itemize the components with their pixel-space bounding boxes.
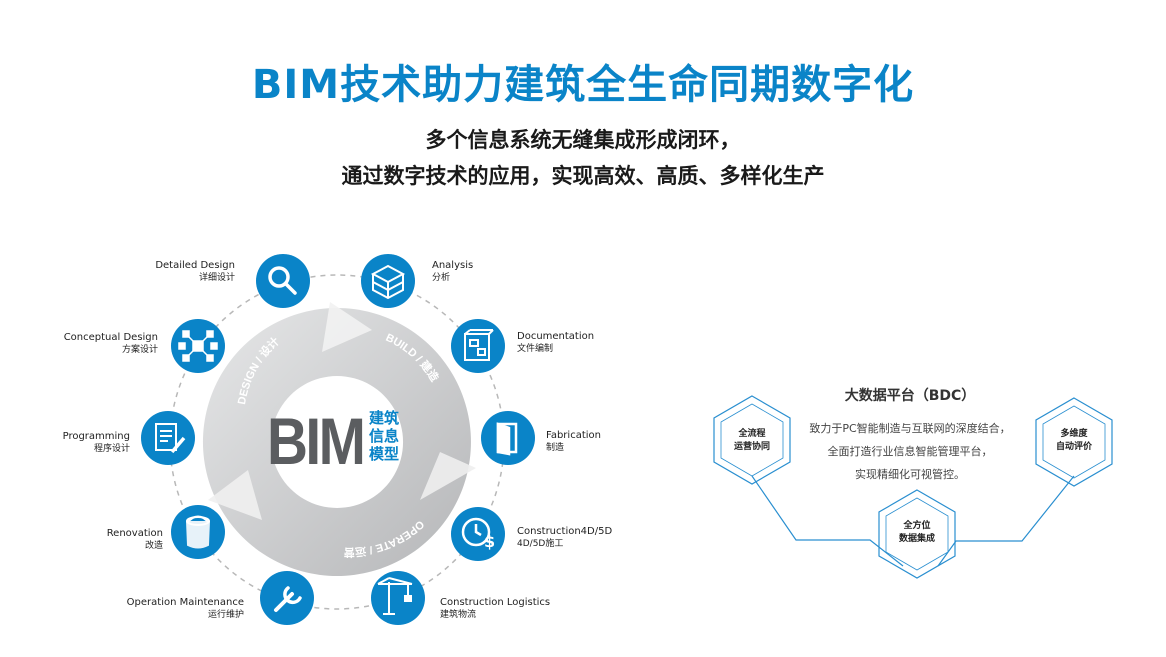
- bim-cn-line: 信息: [369, 427, 400, 445]
- bdc-title: 大数据平台（BDC）: [844, 388, 976, 404]
- node-construction-logistics: [371, 571, 425, 625]
- document-pencil-icon: [155, 423, 186, 454]
- node-programming: [141, 411, 195, 465]
- paint-bucket-icon: [186, 515, 210, 549]
- node-analysis: [361, 254, 415, 308]
- page-title: BIM技术助力建筑全生命同期数字化: [251, 62, 915, 108]
- node-construction-4d5d: $: [451, 507, 505, 561]
- subtitle-line-1: 多个信息系统无缝集成形成闭环，: [425, 128, 741, 152]
- cycle-ring: [202, 308, 471, 576]
- node-documentation: [451, 319, 505, 373]
- hexagon-bottom: [878, 489, 956, 579]
- blueprint-icon: [464, 329, 494, 361]
- ring-arrow-head: [420, 452, 476, 500]
- hexagon-left-label: 全流程运营协同: [733, 429, 770, 452]
- bim-cn-line: 模型: [369, 445, 400, 463]
- cube-icon: [370, 264, 406, 300]
- bdc-network: [713, 395, 1113, 579]
- node-renovation: [171, 505, 225, 559]
- node-fabrication: [481, 411, 535, 465]
- door-icon: [496, 422, 518, 456]
- bim-center-text: BIM: [267, 404, 366, 478]
- bdc-desc-line-1: 致力于PC智能制造与互联网的深度结合，: [809, 422, 1011, 435]
- clock-dollar-icon: $: [461, 517, 495, 551]
- subtitle-line-2: 通过数字技术的应用，实现高效、高质、多样化生产: [341, 164, 825, 188]
- bim-cn-line: 建筑: [369, 409, 400, 427]
- ring-arrow-head: [208, 470, 262, 520]
- hexagon-right-label: 多维度自动评价: [1055, 429, 1092, 452]
- ring-arrow-head: [322, 302, 372, 352]
- network-icon: [178, 330, 218, 362]
- bim-center-cn: 建筑 信息 模型: [369, 409, 409, 463]
- node-conceptual-design: [171, 319, 225, 373]
- hexagon-bottom-label: 全方位数据集成: [898, 521, 935, 544]
- hexagon-right: [1035, 397, 1113, 487]
- svg-text:$: $: [484, 532, 495, 551]
- bdc-desc-line-3: 实现精细化可视管控。: [855, 468, 965, 481]
- magnifier-icon: [268, 266, 297, 295]
- wrench-icon: [274, 586, 302, 612]
- bdc-desc-line-2: 全面打造行业信息智能管理平台，: [827, 445, 993, 458]
- crane-icon: [377, 577, 413, 615]
- node-detailed-design: [256, 254, 310, 308]
- node-operation-maintenance: [260, 571, 314, 625]
- hexagon-left: [713, 395, 791, 485]
